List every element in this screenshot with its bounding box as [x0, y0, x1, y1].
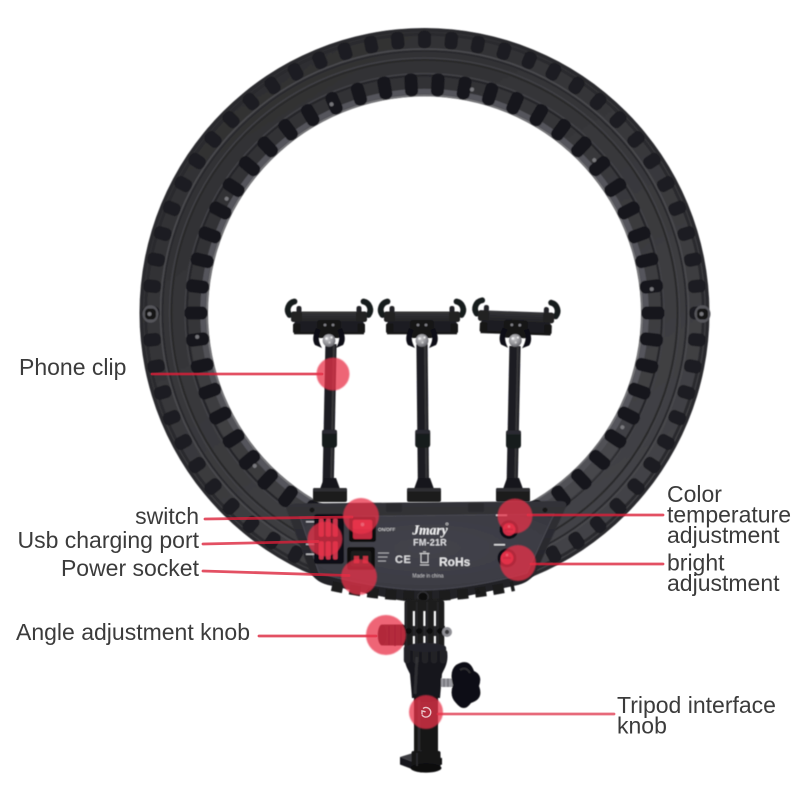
svg-text:Made in china: Made in china	[412, 574, 443, 580]
svg-text:Color: Color	[667, 481, 722, 507]
svg-text:ON/OFF: ON/OFF	[378, 527, 396, 532]
svg-text:Tripod interface: Tripod interface	[617, 692, 776, 718]
svg-text:knob: knob	[617, 713, 667, 739]
svg-text:CE: CE	[395, 554, 411, 566]
svg-text:adjustment: adjustment	[667, 570, 780, 596]
svg-text:FM-21R: FM-21R	[413, 538, 447, 548]
svg-text:Power socket: Power socket	[61, 555, 200, 581]
svg-text:Jmary: Jmary	[411, 523, 448, 538]
svg-text:RoHs: RoHs	[439, 555, 471, 569]
svg-text:Phone clip: Phone clip	[19, 354, 126, 380]
svg-text:temperature: temperature	[667, 502, 791, 528]
svg-text:adjustment: adjustment	[667, 522, 780, 548]
svg-text:Angle adjustment knob: Angle adjustment knob	[16, 619, 250, 645]
svg-text:bright: bright	[667, 550, 725, 576]
svg-text:switch: switch	[135, 503, 199, 529]
svg-text:Usb charging port: Usb charging port	[17, 527, 199, 553]
